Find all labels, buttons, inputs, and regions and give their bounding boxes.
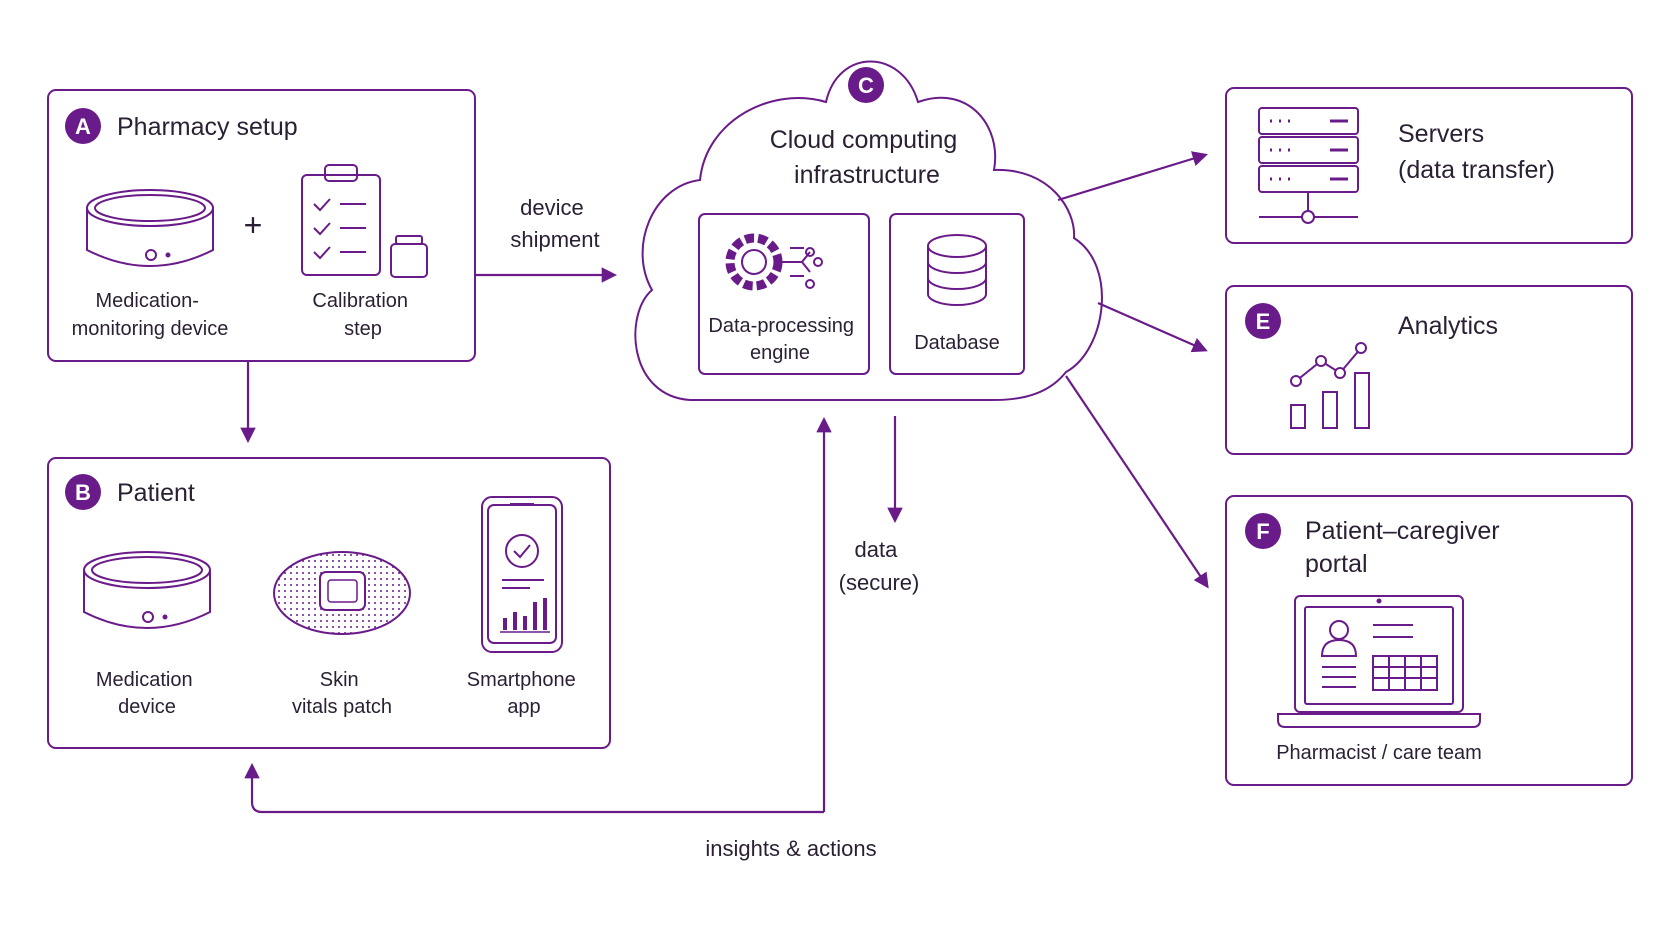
servers-panel: Servers (data transfer): [1225, 87, 1633, 244]
cloud-title: Cloud computing infrastructure: [770, 126, 965, 189]
badge-f: F: [1245, 513, 1281, 549]
insights-actions-label: insights & actions: [705, 836, 876, 861]
medication-device-label: Medication device: [96, 669, 198, 718]
database-icon: [927, 234, 987, 306]
patient-panel: B Patient Medication device: [47, 457, 611, 749]
badge-e: E: [1245, 303, 1281, 339]
data-processing-engine-box: Data-processing engine: [698, 213, 870, 375]
plus-sign: +: [244, 207, 263, 243]
arrow-cloud-to-portal: [1065, 375, 1209, 589]
gear-network-icon: [725, 233, 823, 291]
portal-title: Patient–caregiver portal: [1305, 517, 1507, 578]
device-shipment-label: device shipment: [510, 195, 599, 252]
bar-chart-icon: [1290, 342, 1370, 429]
portal-subtitle: Pharmacist / care team: [1276, 742, 1482, 764]
calibration-weight-icon: [390, 235, 428, 278]
data-secure-label: data (secure): [839, 537, 920, 595]
analytics-title: Analytics: [1398, 312, 1498, 340]
flow-arrows: [240, 151, 1209, 814]
cloud-infrastructure: C Cloud computing infrastructure Data-pr…: [634, 60, 1103, 401]
arrow-insights-to-patient: [244, 762, 824, 814]
medication-monitoring-device-label: Medication- monitoring device: [72, 290, 229, 340]
patient-title: Patient: [117, 479, 195, 507]
portal-panel: F Patient–caregiver portal Pharmacist / …: [1225, 495, 1633, 786]
database-label: Database: [914, 332, 1000, 354]
data-processing-engine-label: Data-processing engine: [708, 315, 859, 364]
badge-b: B: [65, 474, 101, 510]
badge-a: A: [65, 108, 101, 144]
medication-device-icon: [86, 189, 214, 267]
badge-c: C: [848, 67, 884, 103]
skin-vitals-patch-label: Skin vitals patch: [292, 669, 392, 718]
svg-text:C: C: [858, 73, 874, 98]
pharmacy-title: Pharmacy setup: [117, 113, 298, 141]
svg-text:E: E: [1256, 309, 1271, 334]
laptop-portal-icon: [1277, 595, 1481, 728]
database-box: Database: [889, 213, 1025, 375]
svg-text:F: F: [1256, 519, 1269, 544]
smartphone-app-label: Smartphone app: [467, 669, 582, 718]
pharmacy-setup-panel: A Pharmacy setup + Medication- monitorin…: [47, 89, 476, 362]
svg-text:A: A: [75, 114, 91, 139]
analytics-panel: E Analytics: [1225, 285, 1633, 455]
svg-text:B: B: [75, 480, 91, 505]
smartphone-app-icon: [481, 496, 563, 653]
skin-patch-icon: [273, 551, 411, 635]
arrow-cloud-to-servers: [1057, 151, 1208, 202]
arrow-cloud-to-analytics: [1097, 301, 1208, 353]
calibration-step-label: Calibration step: [312, 290, 413, 340]
server-rack-icon: [1258, 107, 1359, 224]
medication-device-icon: [83, 551, 211, 629]
clipboard-checklist-icon: [301, 164, 381, 276]
servers-title: Servers (data transfer): [1398, 120, 1555, 184]
